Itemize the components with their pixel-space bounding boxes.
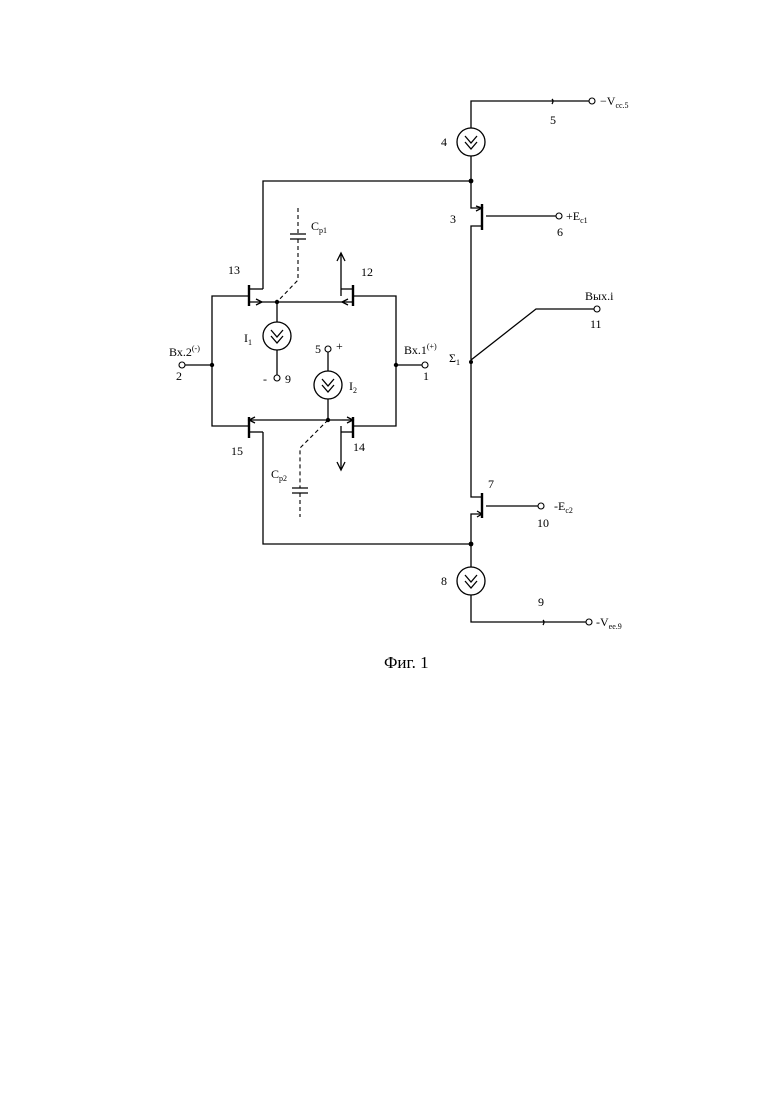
label-n9-i1: 9 (285, 372, 291, 386)
label-ec1: +Ec1 (566, 209, 588, 225)
label-in1: Вх.1(+) (404, 342, 437, 357)
label-n9-bottom: 9 (538, 595, 544, 609)
transistor-7 (471, 490, 544, 544)
label-n4: 4 (441, 135, 447, 149)
label-n10: 10 (537, 516, 549, 530)
label-n1: 1 (423, 369, 429, 383)
label-ec2: -Ec2 (554, 499, 573, 515)
label-in2: Вх.2(-) (169, 344, 200, 359)
label-i2: I2 (349, 379, 357, 395)
label-n14: 14 (353, 440, 365, 454)
bottom-supply-rail (471, 595, 592, 625)
label-n8: 8 (441, 574, 447, 588)
current-source-4 (457, 128, 485, 181)
label-n13: 13 (228, 263, 240, 277)
label-vcc5: −Vcc.5 (600, 94, 629, 110)
capacitor-cp2 (292, 420, 328, 517)
label-output: Вых.i (585, 289, 614, 303)
input-terminals (179, 362, 428, 368)
figure-caption: Фиг. 1 (384, 653, 429, 672)
label-n15: 15 (231, 444, 243, 458)
label-n3: 3 (450, 212, 456, 226)
label-i2-plus: + (336, 339, 343, 353)
label-sigma: Σ1 (449, 351, 460, 367)
label-n6: 6 (557, 225, 563, 239)
label-n7: 7 (488, 477, 494, 491)
current-source-8 (457, 544, 485, 595)
transistor-3 (471, 181, 562, 360)
label-n11: 11 (590, 317, 602, 331)
label-i1: I1 (244, 331, 252, 347)
top-supply-rail (471, 98, 595, 128)
output-node (469, 306, 600, 490)
label-n2: 2 (176, 369, 182, 383)
label-cp2: Cp2 (271, 467, 287, 483)
current-source-i2 (314, 346, 342, 422)
bottom-node-wire (263, 432, 473, 546)
current-source-i1 (263, 302, 291, 381)
lower-pair (249, 417, 353, 470)
label-i1-minus: - (263, 372, 267, 386)
label-n5-top: 5 (550, 113, 556, 127)
label-n5-i2: 5 (315, 342, 321, 356)
label-vee9: -Vee.9 (596, 615, 622, 631)
label-cp1: Cp1 (311, 219, 327, 235)
label-n12: 12 (361, 265, 373, 279)
capacitor-cp1 (277, 208, 306, 302)
